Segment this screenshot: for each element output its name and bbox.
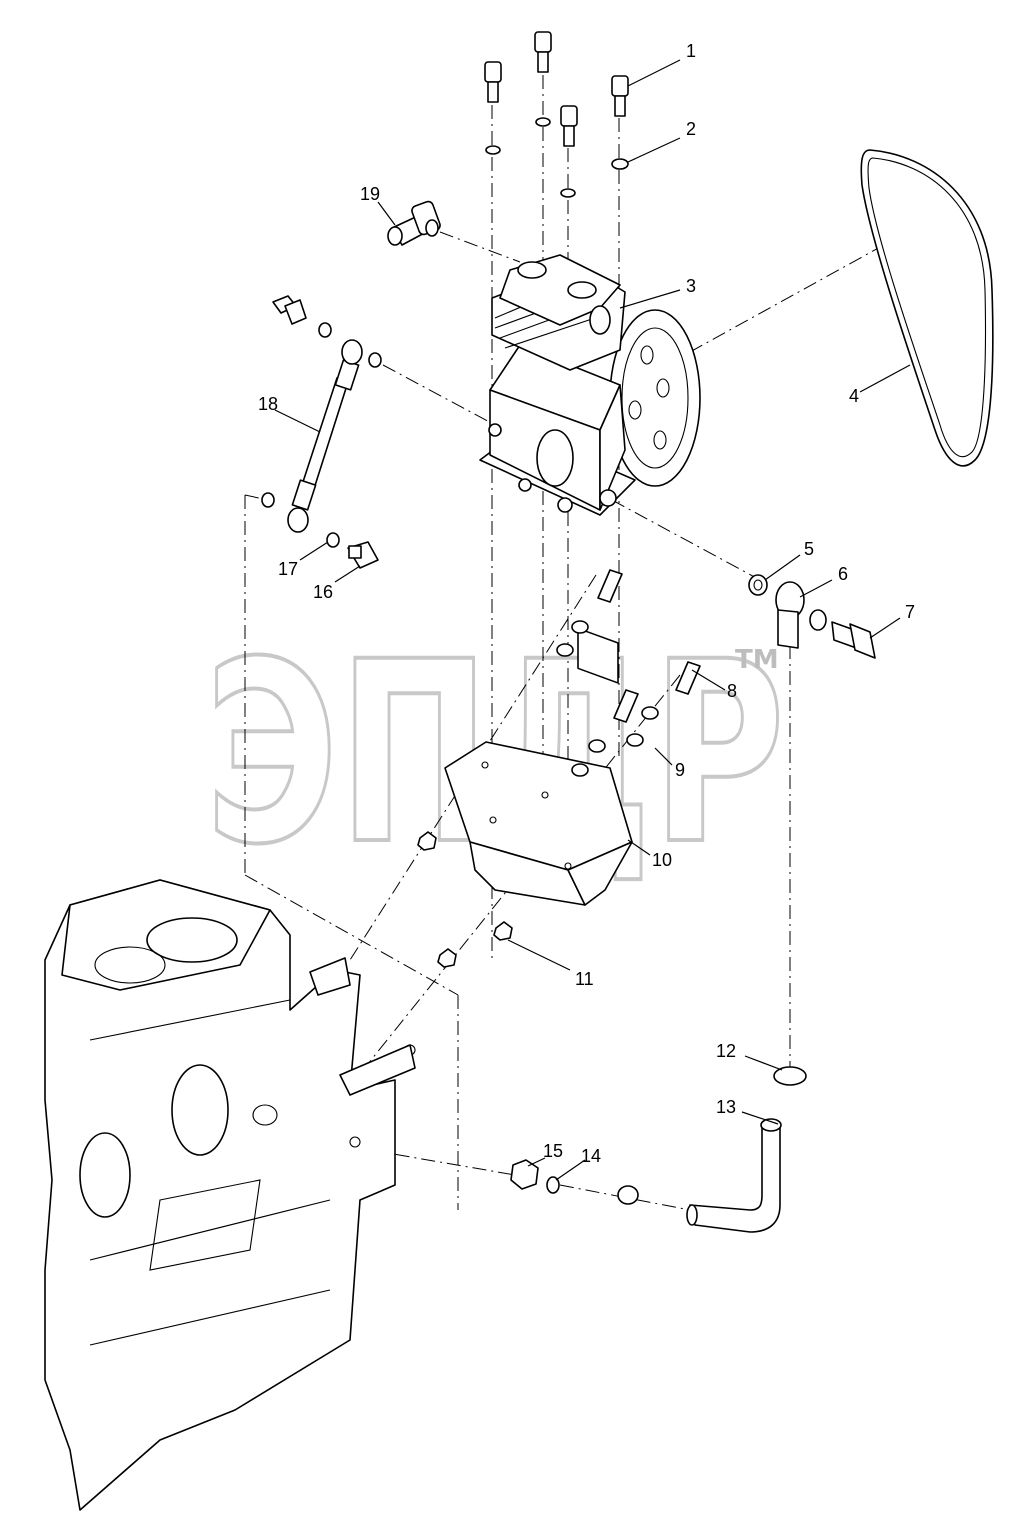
callout-11: 11 — [575, 969, 594, 989]
callout-14: 14 — [581, 1146, 601, 1166]
callout-4: 4 — [849, 386, 859, 406]
callout-18: 18 — [258, 394, 278, 414]
bolt — [534, 31, 552, 127]
bolt — [560, 105, 578, 198]
watermark-trademark: TM — [735, 645, 779, 675]
callout-1: 1 — [686, 41, 696, 61]
air-compressor — [479, 254, 701, 684]
callout-8: 8 — [727, 681, 737, 701]
elbow-fitting — [387, 200, 441, 246]
callout-15: 15 — [543, 1141, 563, 1161]
callout-10: 10 — [652, 850, 672, 870]
engine-block — [44, 879, 416, 1511]
banjo-fitting — [748, 574, 876, 659]
callout-13: 13 — [716, 1097, 736, 1117]
callout-9: 9 — [675, 760, 685, 780]
callout-2: 2 — [686, 119, 696, 139]
bolt-1-group — [484, 31, 629, 198]
mounting-bracket — [444, 569, 701, 906]
hose-assembly — [510, 1066, 807, 1233]
callout-16: 16 — [313, 582, 333, 602]
callout-5: 5 — [804, 539, 814, 559]
bolt — [611, 75, 629, 170]
bolt — [484, 61, 502, 155]
callout-12: 12 — [716, 1041, 736, 1061]
callout-labels: 1 2 3 4 5 6 7 8 9 10 11 12 13 14 15 16 1… — [258, 41, 915, 1166]
callout-7: 7 — [905, 602, 915, 622]
nuts — [417, 831, 513, 968]
callout-6: 6 — [838, 564, 848, 584]
drive-belt — [860, 149, 994, 467]
support-rod — [261, 295, 382, 569]
callout-3: 3 — [686, 276, 696, 296]
callout-19: 19 — [360, 184, 380, 204]
callout-17: 17 — [278, 559, 298, 579]
leader-lines — [274, 59, 911, 1181]
